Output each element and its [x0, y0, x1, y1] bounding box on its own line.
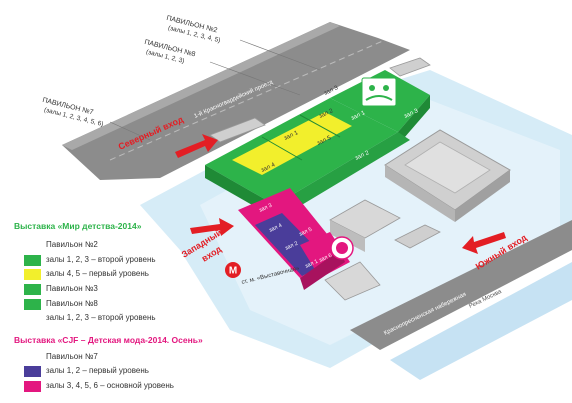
- legend-section2-title: Выставка «CJF – Детская мода-2014. Осень…: [14, 335, 203, 345]
- legend-item3-label: Павильон №3: [46, 284, 98, 293]
- legend-item5-label: залы 1, 2 – первый уровень: [46, 366, 149, 375]
- pavilion-2-divider: [299, 114, 341, 138]
- west-entrance-arrow: [190, 218, 234, 236]
- p7-hall-4-label: зал 4: [268, 223, 283, 234]
- hall-8-2-label: зал 2: [354, 150, 370, 162]
- p7-hall-6-label: зал 6: [318, 253, 333, 264]
- pavilion-7-label: ПАВИЛЬОН №7 (залы 1, 2, 3, 4, 5, 6): [42, 97, 105, 128]
- pavilion-8-label: ПАВИЛЬОН №8 (залы 1, 2, 3): [144, 39, 197, 65]
- mir-detstva-logo-figure-1: [369, 85, 375, 91]
- road-center-line: [109, 39, 386, 161]
- building-small-3: [394, 224, 441, 249]
- legend-swatch-green-3: [24, 299, 41, 310]
- pavilion-2-yellow-halls: [232, 112, 352, 175]
- legend-item5-header: Павильон №7: [46, 352, 98, 361]
- hall-1-label: зал 1: [283, 130, 299, 142]
- pavilion-7-annex: [324, 261, 381, 301]
- pavilion-3-wall-right: [455, 170, 510, 222]
- p7-hall-2-label: зал 2: [284, 241, 299, 252]
- hall-8-3-label: зал 3: [403, 108, 419, 120]
- p7-hall-1-label: зал 1: [304, 259, 319, 270]
- legend-item1-header: Павильон №2: [46, 240, 98, 249]
- main-road: [62, 22, 410, 180]
- legend-swatch-yellow: [24, 269, 41, 280]
- pavilion-3-wall-left: [385, 165, 455, 222]
- p7-hall-5-label: зал 5: [298, 227, 313, 238]
- main-road-edge: [62, 22, 340, 150]
- mir-detstva-logo: [361, 77, 397, 107]
- pavilion-7-leader: [109, 121, 151, 141]
- embankment-road: [350, 220, 572, 350]
- pavilion-lower-wing: [275, 132, 410, 212]
- pavilion-8-wall: [398, 95, 430, 145]
- legend-swatch-green-2: [24, 284, 41, 295]
- p7-hall-3-label: зал 3: [258, 203, 273, 214]
- river: [390, 262, 572, 380]
- hall-4-label: зал 4: [260, 162, 276, 174]
- legend-swatch-purple: [24, 366, 41, 377]
- legend-swatch-green-1: [24, 255, 41, 266]
- metro-icon: [225, 262, 241, 278]
- legend-swatch-magenta: [24, 381, 41, 392]
- hall-3-label: зал 3: [323, 85, 339, 97]
- building-central-wall: [330, 220, 365, 252]
- legend-item4-label: залы 1, 2, 3 – второй уровень: [46, 313, 156, 322]
- building-central: [329, 199, 401, 239]
- pavilion-2-label: ПАВИЛЬОН №2 (залы 1, 2, 3, 4, 5): [166, 15, 222, 44]
- building-small-2: [389, 57, 431, 77]
- pavilion-8-leader: [209, 61, 301, 96]
- south-entrance-arrow: [462, 232, 506, 254]
- metro-letter: М: [229, 266, 237, 277]
- hall-8-1-label: зал 1: [350, 110, 366, 122]
- pavilion-2-divider-2: [261, 136, 303, 161]
- mir-detstva-logo-arc: [365, 95, 393, 101]
- mir-detstva-logo-figure-2: [383, 85, 389, 91]
- legend-item1-label: залы 1, 2, 3 – второй уровень: [46, 255, 156, 264]
- hall-2-label: зал 2: [318, 108, 334, 120]
- pavilion-7-wall: [300, 250, 345, 290]
- pavilion-3-roof-inner: [404, 141, 491, 194]
- hall-5-label: зал 5: [316, 135, 332, 147]
- legend-item2-label: залы 4, 5 – первый уровень: [46, 269, 149, 278]
- north-entrance-arrow: [175, 134, 218, 158]
- pavilion-2-leader: [239, 39, 321, 71]
- legend-item4-header: Павильон №8: [46, 299, 98, 308]
- cjf-logo-inner: [336, 242, 348, 254]
- legend-item6-label: залы 3, 4, 5, 6 – основной уровень: [46, 381, 174, 390]
- legend-section1-title: Выставка «Мир детства-2014»: [14, 221, 142, 231]
